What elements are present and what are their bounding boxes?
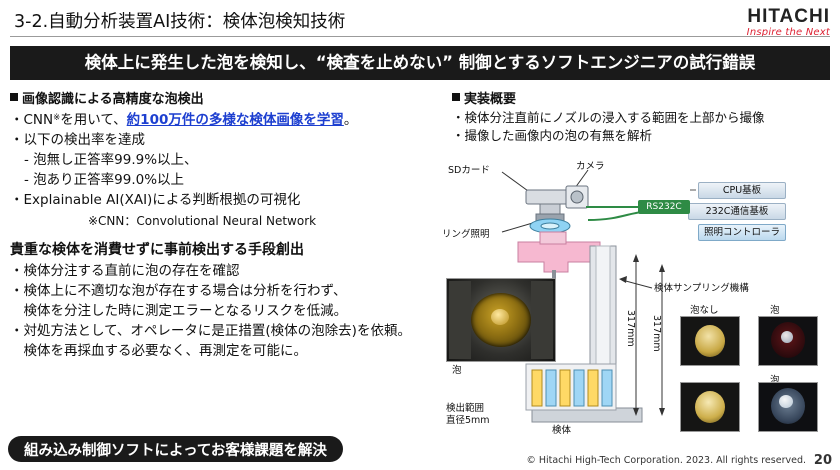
square-bullet-icon-3	[452, 93, 460, 101]
comm-board-box: 232C通信基板	[688, 203, 786, 220]
left-section1-heading-text: 画像認識による高精度な泡検出	[22, 92, 204, 107]
right-item-1: ・検体分注直前にノズルの浸入する範囲を上部から撮像	[452, 110, 765, 125]
bubble-caption-2: 泡	[770, 375, 780, 386]
left-section1-heading: 画像認識による高精度な泡検出	[10, 88, 440, 107]
footer-pill-text: 組み込み制御ソフトによってお客様課題を解決	[24, 442, 327, 459]
page-title: 3-2.自動分析装置AI技術：検体泡検知技術	[14, 12, 346, 32]
left-item-1-c: 。	[343, 112, 358, 128]
footer-pill: 組み込み制御ソフトによってお客様課題を解決	[8, 436, 343, 462]
left-item-1: ・CNN※を用いて、約100万件の多様な検体画像を学習。	[10, 109, 440, 130]
camera-label: カメラ	[576, 161, 605, 172]
led-controller-box: 照明コントローラ	[698, 224, 786, 241]
logo-wordmark: HITACHI	[747, 6, 830, 27]
right-column: 実装概要 ・検体分注直前にノズルの浸入する範囲を上部から撮像 ・撮像した画像内の…	[452, 88, 836, 145]
left-item-5: ・Explainable AI(XAI)による判断根拠の可視化	[10, 192, 301, 208]
sample-photo-no-bubble-1	[680, 316, 740, 366]
left-section2-heading: 貴重な検体を消費せずに事前検出する手段創出	[10, 239, 440, 259]
ring-light-label: リング照明	[442, 229, 490, 240]
detect-diameter-label: 直径5mm	[446, 415, 490, 426]
logo-tagline: Inspire the Next	[746, 27, 830, 38]
diagram-svg	[499, 169, 696, 423]
header-divider	[10, 36, 830, 37]
height-dimension-2: 317mm	[651, 315, 662, 352]
left-column: 画像認識による高精度な泡検出 ・CNN※を用いて、約100万件の多様な検体画像を…	[10, 88, 440, 362]
bubble-caption-1: 泡	[770, 305, 780, 316]
left-section2: 貴重な検体を消費せずに事前検出する手段創出 ・検体分注する直前に泡の存在を確認 …	[10, 239, 440, 361]
left-section2-heading-text: 貴重な検体を消費せずに事前検出する手段創出	[10, 242, 304, 258]
page-number: 20	[813, 453, 832, 468]
rs232c-label: RS232C	[638, 200, 690, 214]
left2-item-4: ・対処方法として、オペレータに是正措置(検体の泡除去)を依頼。	[10, 323, 411, 339]
sample-photo-no-bubble-2	[680, 382, 740, 432]
left-item-2: ・以下の検出率を達成	[10, 132, 145, 148]
square-bullet-icon	[10, 93, 18, 101]
hitachi-logo: HITACHI Inspire the Next	[747, 6, 830, 38]
detect-range-label: 検出範囲	[446, 403, 485, 414]
left-item-1-a: ・CNN	[10, 112, 54, 128]
right-item-2: ・撮像した画像内の泡の有無を解析	[452, 128, 653, 143]
left2-item-1: ・検体分注する直前に泡の存在を確認	[10, 263, 240, 279]
cpu-board-box: CPU基板	[698, 182, 786, 199]
left-item-1-sup: ※	[53, 113, 61, 123]
sd-card-label: SDカード	[448, 165, 490, 176]
sampling-mechanism-label: 検体サンプリング機構	[654, 283, 749, 294]
bubble-label: 泡	[452, 365, 462, 376]
right-section-heading: 実装概要	[452, 88, 836, 107]
sample-photo-bubble-1	[758, 316, 818, 366]
left-item-3: - 泡無し正答率99.9%以上、	[24, 152, 198, 168]
left2-item-3: 検体を分注した時に測定エラーとなるリスクを低減。	[10, 303, 348, 319]
copyright-text: © Hitachi High-Tech Corporation. 2023. A…	[526, 455, 806, 466]
height-dimension-1: 317mm	[625, 310, 636, 347]
bubble-closeup-photo	[446, 278, 556, 362]
left2-item-5: 検体を再採血する必要なく、再測定を可能に。	[10, 343, 307, 359]
left-item-4: - 泡あり正答率99.0%以上	[24, 172, 185, 188]
right-section-heading-text: 実装概要	[464, 92, 517, 107]
left-item-1-highlight: 約100万件の多様な検体画像を学習	[126, 112, 344, 128]
left-footnote: ※CNN：Convolutional Neural Network	[88, 214, 317, 228]
left-item-1-b: を用いて、	[60, 112, 127, 128]
left2-item-2: ・検体上に不適切な泡が存在する場合は分析を行わず、	[10, 283, 347, 299]
sample-label: 検体	[552, 425, 572, 436]
sample-photo-bubble-2	[758, 382, 818, 432]
no-bubble-caption: 泡なし	[690, 305, 719, 316]
banner-text: 検体上に発生した泡を検知し、“検査を止めない” 制御とするソフトエンジニアの試行…	[84, 53, 756, 72]
banner: 検体上に発生した泡を検知し、“検査を止めない” 制御とするソフトエンジニアの試行…	[10, 46, 830, 80]
system-diagram: CPU基板 232C通信基板 照明コントローラ RS232C SDカード カメラ…	[440, 150, 840, 450]
